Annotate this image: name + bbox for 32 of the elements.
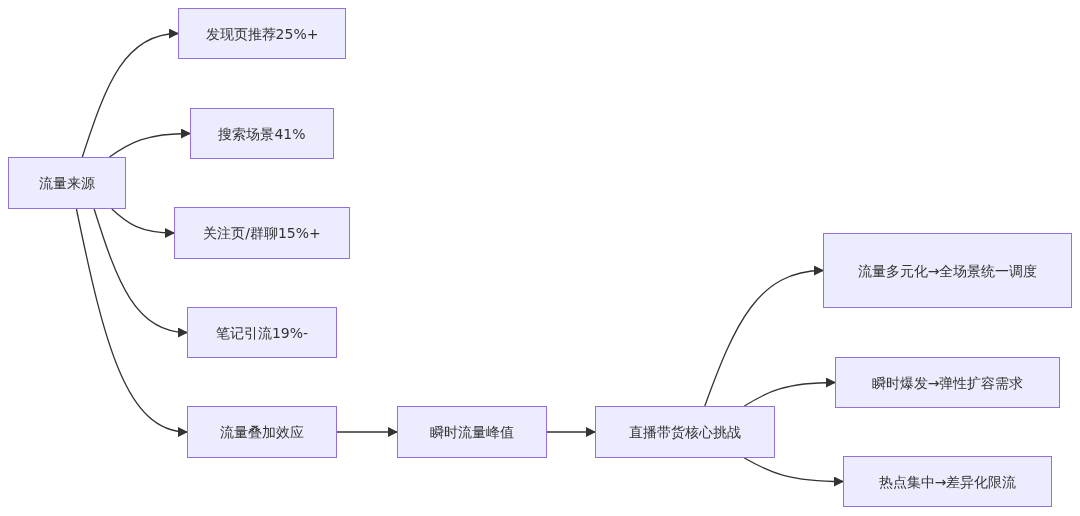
process-box [174, 207, 350, 259]
process-box [843, 456, 1052, 507]
arrow [93, 208, 188, 337]
node-label: 搜索场景41% [218, 124, 306, 144]
process-box [397, 406, 547, 458]
node-label: 瞬时流量峰值 [430, 423, 514, 442]
node-label: 笔记引流19%- [215, 323, 309, 343]
process-box [187, 406, 337, 458]
node-label: 直播带货核心挑战 [629, 423, 741, 442]
arrow [546, 427, 596, 437]
node-label: 流量来源 [39, 174, 95, 193]
arrow [108, 128, 191, 158]
process-box [823, 233, 1072, 308]
node-label: 流量叠加效应 [220, 423, 304, 442]
process-box [190, 108, 334, 159]
process-box [178, 8, 346, 59]
arrow [75, 208, 188, 436]
process-box [187, 307, 337, 358]
node-label: 热点集中→差异化限流 [878, 472, 1017, 492]
process-box [8, 157, 126, 209]
arrow [336, 427, 398, 437]
node-label: 发现页推荐25%+ [205, 24, 319, 44]
arrow [704, 266, 824, 407]
process-box [835, 357, 1060, 408]
node-label: 关注页/群聊15%+ [203, 224, 321, 243]
node-label: 流量多元化→全场景统一调度 [857, 261, 1038, 281]
arrow [743, 457, 844, 487]
process-box [595, 406, 775, 458]
arrow [81, 29, 179, 158]
node-label: 瞬时爆发→弹性扩容需求 [871, 373, 1024, 393]
arrow [743, 377, 836, 407]
arrow [111, 208, 175, 238]
